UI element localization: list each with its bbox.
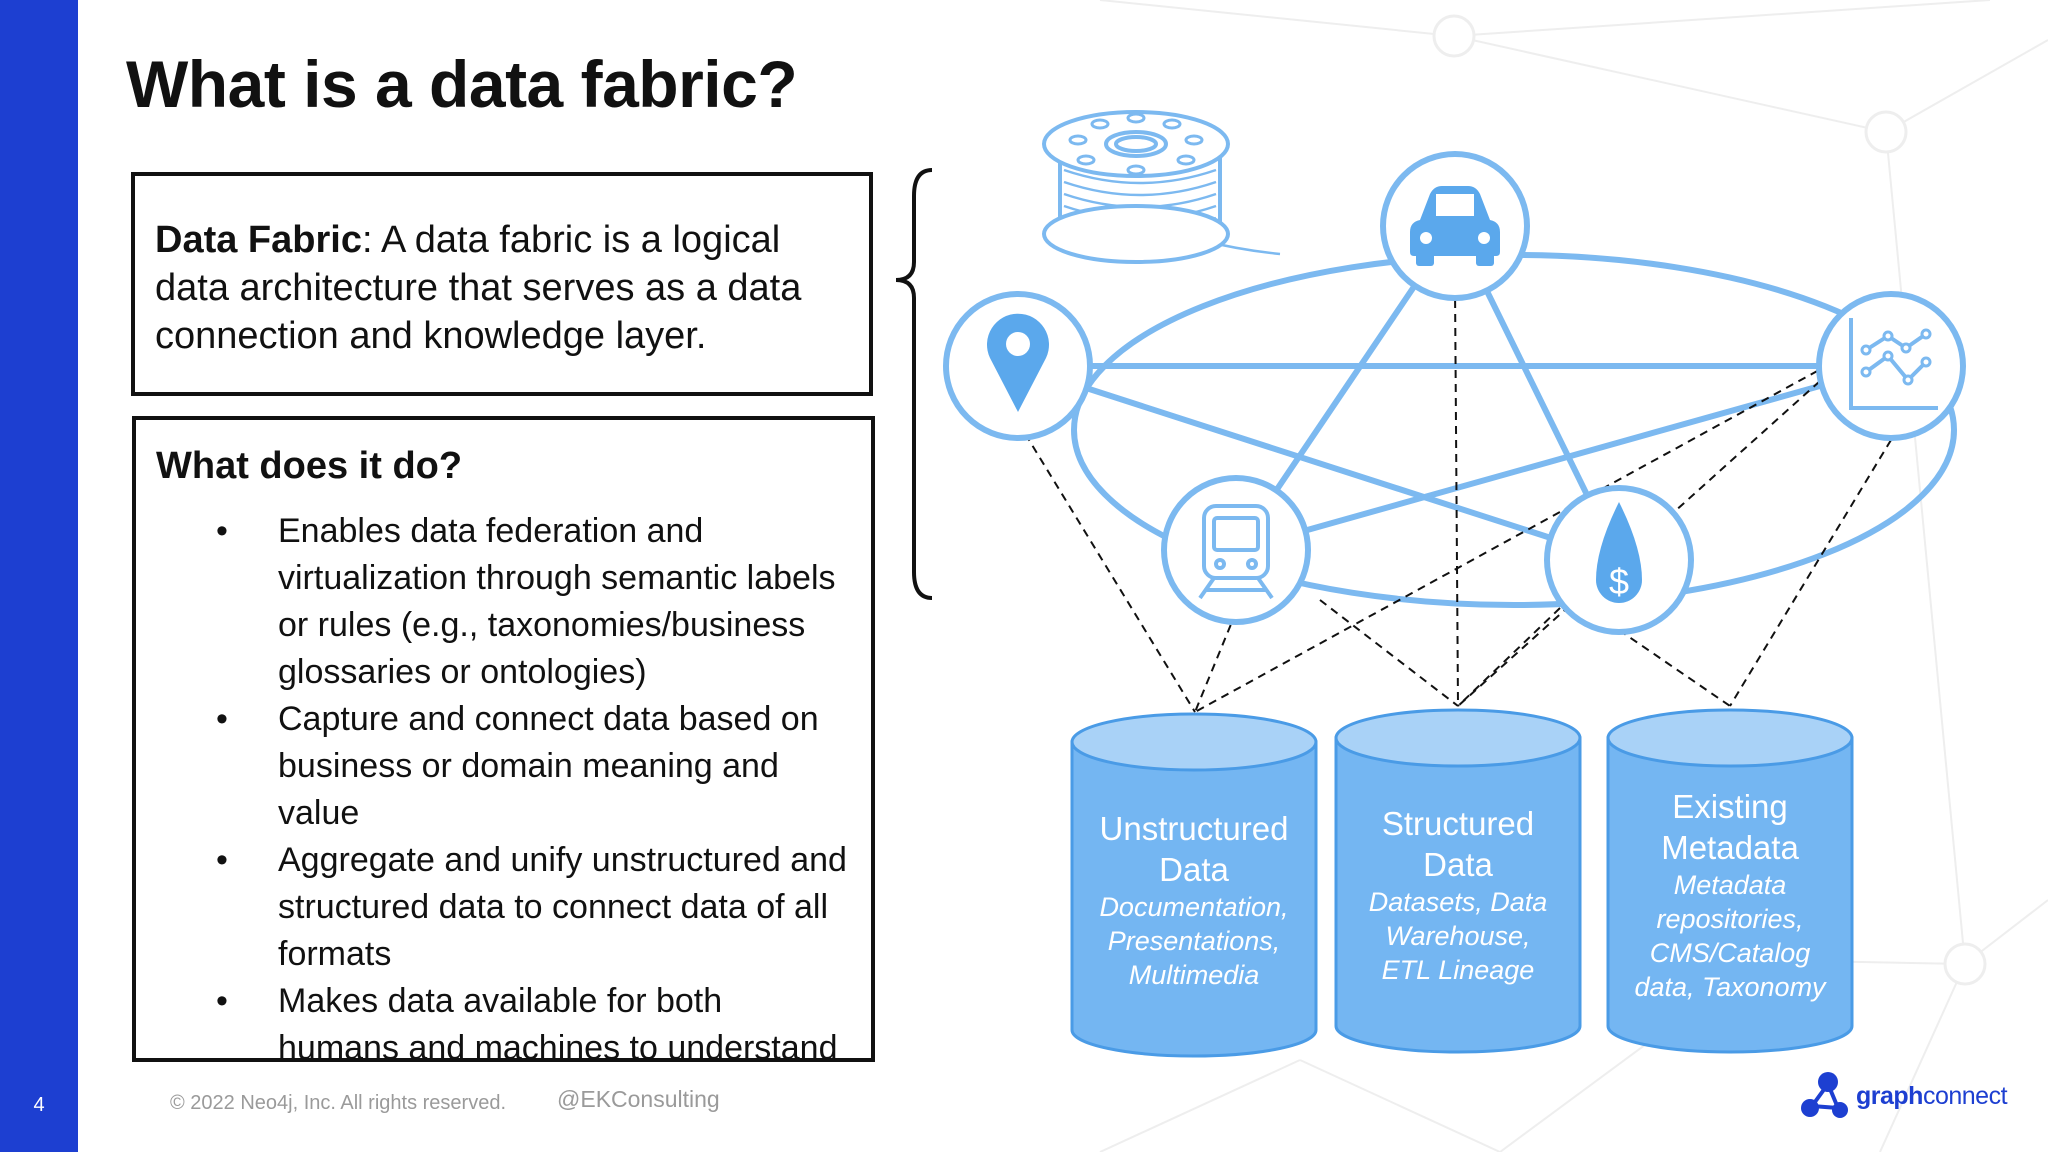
car-icon — [1410, 186, 1500, 266]
purpose-heading: What does it do? — [156, 445, 463, 487]
store-cylinder-metadata — [1606, 708, 1854, 1054]
thread-spool-icon — [1042, 110, 1281, 264]
copyright-notice: © 2022 Neo4j, Inc. All rights reserved. — [170, 1092, 507, 1114]
store-cylinder-unstructured — [1070, 712, 1318, 1058]
graphconnect-logo-icon — [1801, 1072, 1848, 1118]
dashed-connectors — [1017, 285, 1892, 713]
purpose-item: •Capture and connect data based on busin… — [156, 696, 851, 837]
purpose-item: •Makes data available for both humans an… — [156, 978, 851, 1072]
store-label-metadata: Existing Metadata Metadata repositories,… — [1634, 788, 1826, 1002]
bullet-marker: • — [216, 841, 228, 879]
purpose-box: What does it do? •Enables data federatio… — [132, 416, 875, 1067]
store-label-structured: Structured Data Datasets, Data Warehouse… — [1368, 805, 1548, 985]
graphconnect-logo-text: graphconnect — [1856, 1082, 2008, 1110]
purpose-item: •Enables data federation and virtualizat… — [156, 508, 851, 696]
map-pin-icon — [987, 313, 1049, 412]
line-chart-icon — [1849, 318, 1938, 410]
purpose-item: •Aggregate and unify unstructured and st… — [156, 837, 851, 978]
definition-text: : A data fabric is a logical data archit… — [155, 219, 802, 357]
node-analytics — [1816, 291, 1966, 441]
slide-number: 4 — [33, 1094, 45, 1116]
store-label-unstructured: Unstructured Data Documentation, Present… — [1099, 810, 1289, 990]
bullet-marker: • — [216, 512, 228, 550]
train-icon — [1198, 504, 1274, 600]
sidebar-accent-bar — [0, 0, 78, 1152]
curly-brace — [895, 168, 933, 600]
money-drop-icon: $ — [1596, 502, 1642, 603]
slide-title: What is a data fabric? — [126, 47, 798, 121]
definition-box: Data Fabric: A data fabric is a logical … — [131, 172, 873, 396]
bullet-marker: • — [216, 982, 228, 1020]
definition-term: Data Fabric — [155, 219, 362, 261]
store-cylinder-structured — [1334, 708, 1582, 1054]
svg-text:$: $ — [1609, 561, 1629, 602]
purpose-list: •Enables data federation and virtualizat… — [156, 508, 851, 1072]
bullet-marker: • — [216, 700, 228, 738]
twitter-handle: @EKConsulting — [557, 1086, 720, 1112]
